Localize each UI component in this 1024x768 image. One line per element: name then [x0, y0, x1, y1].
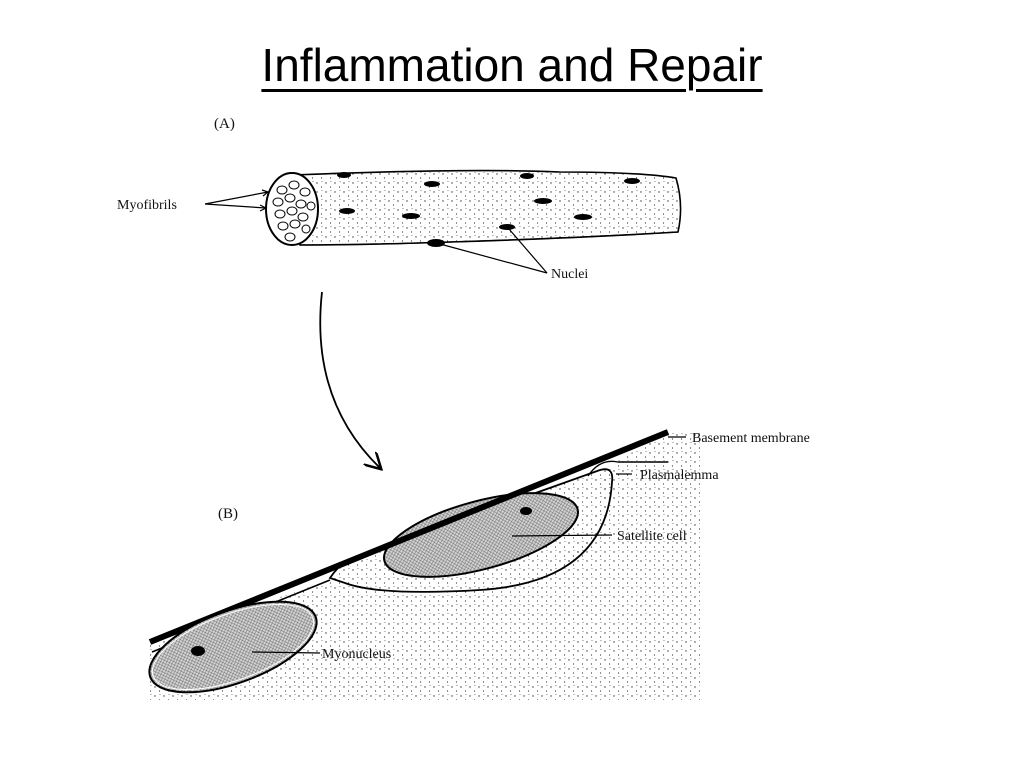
- slide-title: Inflammation and Repair: [0, 38, 1024, 92]
- plasmalemma-upper: [587, 460, 668, 477]
- myofibril-bundle: [272, 180, 316, 242]
- nuclei-marks: [337, 172, 640, 247]
- panel-a-label: (A): [214, 116, 235, 132]
- panel-b-label: (B): [218, 506, 238, 522]
- muscle-fiber: [265, 169, 682, 247]
- label-pointers-b: [251, 436, 686, 654]
- nuclei-pointer: [439, 228, 548, 274]
- myonucleus-shape: [148, 600, 318, 694]
- transition-arrow: [319, 291, 380, 468]
- basement-membrane-line: [148, 429, 670, 645]
- myonucleus-label: Myonucleus: [322, 647, 391, 662]
- title-text: Inflammation and Repair: [261, 39, 763, 91]
- satellite-cell-label: Satellite cell: [617, 529, 687, 544]
- myofibrils-pointer: [204, 189, 270, 212]
- basement-membrane-label: Basement membrane: [692, 431, 810, 446]
- nuclei-label: Nuclei: [551, 267, 588, 282]
- myofibrils-label: Myofibrils: [117, 198, 177, 213]
- plasmalemma-label: Plasmalemma: [640, 468, 719, 483]
